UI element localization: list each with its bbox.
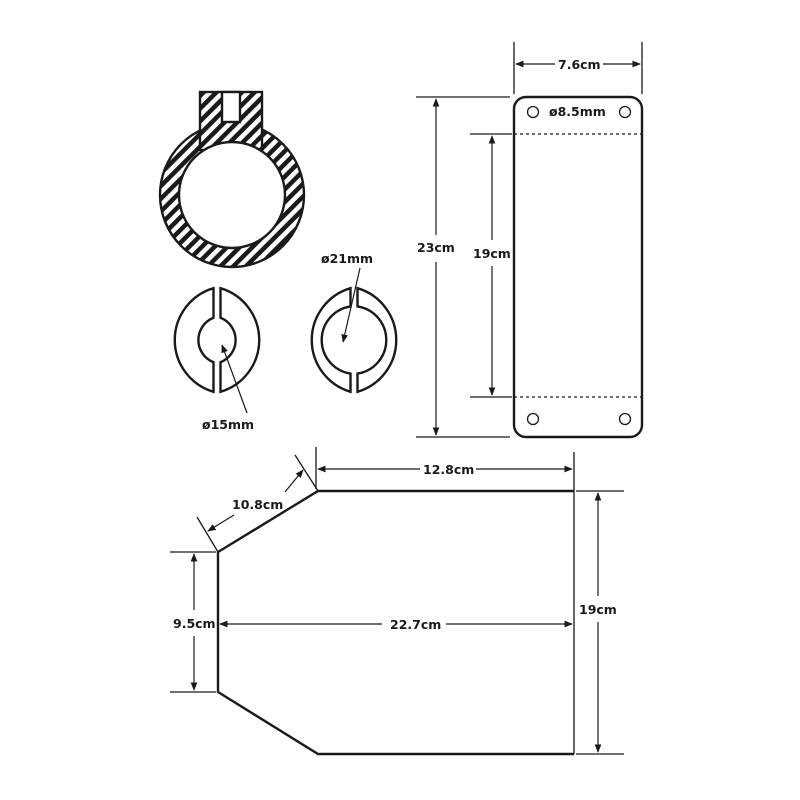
bushing-2-right-half — [356, 286, 398, 394]
plate-inner-height-label: 19cm — [473, 246, 511, 261]
bushing-2-bore-label: ø21mm — [321, 251, 373, 266]
slant-length-label: 10.8cm — [232, 497, 283, 512]
plate-hole-top-left — [526, 105, 540, 119]
plate-hole-top-right — [618, 105, 632, 119]
plate-hole-bottom-left — [526, 412, 540, 426]
left-height-label: 9.5cm — [173, 616, 216, 631]
clamp-tab-slot — [220, 90, 242, 124]
top-length-label: 12.8cm — [423, 462, 474, 477]
plate-hole-bottom-right — [618, 412, 632, 426]
bushing-1-left-half — [173, 286, 215, 394]
split-bushing-large-bore: ø21mm — [310, 251, 398, 394]
bushing-2-left-half — [310, 286, 352, 394]
clamp-ring-inner — [177, 140, 287, 250]
plate-hole-label: ø8.5mm — [549, 104, 606, 119]
bushing-1-bore-label: ø15mm — [202, 417, 254, 432]
split-bushing-small-bore: ø15mm — [173, 286, 261, 432]
plate-height-label: 23cm — [417, 240, 455, 255]
flat-pattern: 12.8cm 10.8cm 9.5cm 22.7cm 19cm — [170, 447, 624, 756]
slant-ext-bottom — [196, 516, 219, 553]
slant-dim-upper — [284, 469, 304, 493]
bushing-1-leader — [221, 344, 248, 414]
slant-dim-lower — [207, 514, 235, 532]
mounting-plate: ø8.5mm 7.6cm 23cm 19cm — [416, 42, 644, 439]
plate-width-label: 7.6cm — [558, 57, 601, 72]
slant-ext-top — [294, 454, 319, 492]
right-height-label: 19cm — [579, 602, 617, 617]
bushing-2-leader — [341, 267, 361, 343]
overall-length-label: 22.7cm — [390, 617, 441, 632]
bushing-1-right-half — [219, 286, 261, 394]
plate-outline — [512, 95, 644, 439]
flat-pattern-outline — [216, 489, 574, 756]
clamp-section — [158, 90, 306, 269]
